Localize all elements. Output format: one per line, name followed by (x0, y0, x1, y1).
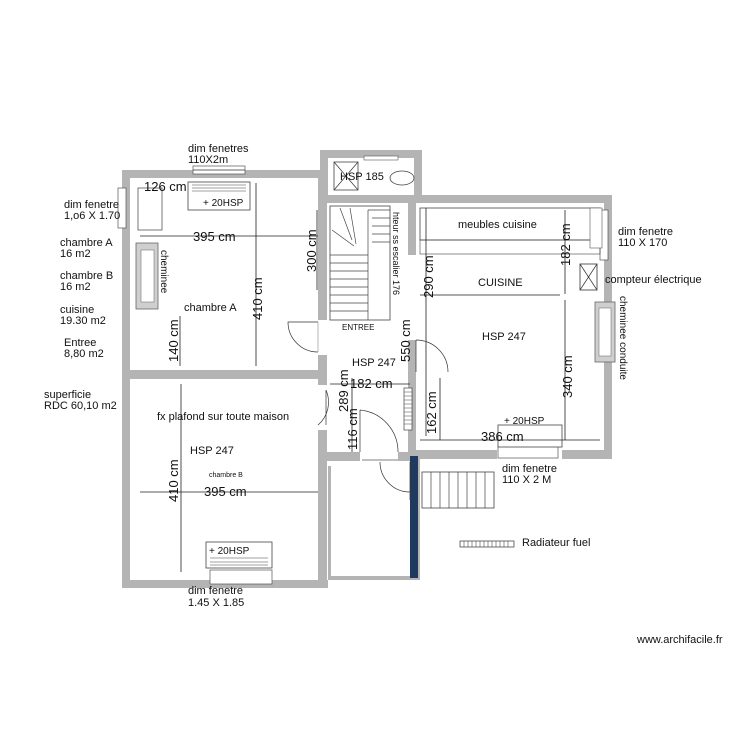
dimension-300: 300 cm (304, 229, 319, 272)
radiator-cuisine (497, 424, 563, 448)
room-label-entree: ENTREE (342, 323, 374, 332)
radiator-chambre-b (205, 541, 273, 569)
dimension-386: 386 cm (481, 429, 524, 444)
door-annex (379, 461, 411, 500)
wardrobe-chambre-a (137, 187, 163, 231)
label-dim-fenetres-top-value: 110X2m (188, 154, 228, 166)
summary-cuisine-area: 19.30 m2 (60, 315, 106, 327)
label-dim-fenetre-bottom-value: 1.45 X 1.85 (188, 597, 244, 609)
label-dim-fenetres-top: dim fenetres (188, 143, 249, 155)
label-compteur-electrique: compteur électrique (605, 274, 702, 286)
hsp-plus-kitchen: + 20HSP (504, 416, 545, 427)
label-dim-fenetre-left-value: 1,o6 X 1.70 (64, 210, 120, 222)
dimension-290: 290 cm (421, 255, 436, 298)
wall-chambre-a-right-bottom (318, 355, 327, 385)
dimension-410-chambre-b: 410 cm (166, 459, 181, 502)
dimension-340: 340 cm (560, 355, 575, 398)
label-fx-plafond: fx plafond sur toute maison (157, 411, 289, 423)
label-dim-fenetre-kitchen: dim fenetre (502, 463, 557, 475)
radiator-entree (403, 387, 413, 431)
dimension-126: 126 cm (144, 179, 187, 194)
wall-top-cuisine (412, 195, 612, 203)
bathroom-window (363, 155, 399, 161)
label-hauteur-escalier: hteur ss escalier 176 (391, 212, 401, 295)
label-hsp-247-cuisine: HSP 247 (482, 331, 526, 343)
wall-bottom-cuisine-right (562, 450, 612, 459)
room-label-chambre-a: chambre A (184, 302, 237, 314)
wall-chambre-a-right-top (318, 170, 327, 320)
label-dim-fenetre-left: dim fenetre (64, 199, 119, 211)
wall-top-bathroom (320, 150, 420, 158)
summary-entree-title: Entree (64, 337, 96, 349)
label-cheminee: cheminee (158, 250, 169, 294)
summary-chambre-a-title: chambre A (60, 237, 113, 249)
toilet (389, 170, 415, 186)
room-label-chambre-b: chambre B (209, 472, 243, 479)
radiator-chambre-a (187, 181, 251, 211)
dimension-289: 289 cm (336, 369, 351, 412)
wall-right-bathroom (414, 150, 422, 200)
dimension-162: 162 cm (424, 391, 439, 434)
dimension-140: 140 cm (166, 319, 181, 362)
summary-chambre-b-area: 16 m2 (60, 281, 91, 293)
label-dim-fenetre-kitchen-value: 110 X 2 M (502, 474, 551, 486)
window-bottom-cuisine (497, 445, 559, 459)
summary-cuisine-title: cuisine (60, 304, 94, 316)
summary-chambre-b-title: chambre B (60, 270, 113, 282)
door-entree-bottom (359, 409, 399, 453)
summary-superficie-value: RDC 60,10 m2 (44, 400, 117, 412)
room-label-cuisine: CUISINE (478, 277, 523, 289)
wall-entree-right-top (408, 195, 416, 255)
label-cheminee-conduite: cheminee conduite (617, 296, 628, 380)
dimension-410-chambre-a: 410 cm (250, 277, 265, 320)
dimension-lines (140, 183, 600, 572)
door-chambre-a (287, 321, 319, 353)
label-dim-fenetre-right-value: 110 X 170 (618, 237, 667, 249)
staircase-annex (421, 471, 495, 509)
doors (287, 321, 449, 500)
wall-between-rooms (122, 370, 322, 379)
dimension-116: 116 cm (345, 408, 360, 450)
label-meubles-cuisine: meubles cuisine (458, 219, 537, 231)
label-hsp-185: HSP 185 (340, 171, 384, 183)
wall-bottom-bathroom (320, 195, 422, 203)
label-radiateur-fuel: Radiateur fuel (522, 537, 591, 549)
wall-annex-left (328, 466, 331, 580)
hsp-plus-top: + 20HSP (203, 198, 244, 209)
label-hsp-247-entree: HSP 247 (352, 357, 396, 369)
staircase-entree (329, 205, 391, 321)
label-dim-fenetre-bottom: dim fenetre (188, 585, 243, 597)
dimension-395-chambre-a: 395 cm (193, 229, 236, 244)
fuel-radiator-icon (459, 540, 515, 548)
wall-left-bathroom (320, 150, 328, 200)
label-hsp-247-chambre-b: HSP 247 (190, 445, 234, 457)
watermark: www.archifacile.fr (636, 634, 723, 646)
dimension-182-vertical: 182 cm (558, 223, 573, 266)
summary-superficie: superficie (44, 389, 91, 401)
door-chambre-b (317, 389, 329, 426)
wall-annex-bottom (328, 576, 416, 580)
label-dim-fenetre-right: dim fenetre (618, 226, 673, 238)
kitchen-cabinets-top (419, 207, 601, 241)
door-cuisine (415, 339, 449, 373)
glass-door-annex (410, 456, 418, 578)
summary-chambre-a-area: 16 m2 (60, 248, 91, 260)
wall-entree-bottom-right (398, 452, 416, 461)
hsp-plus-bottom: + 20HSP (209, 546, 250, 557)
summary-entree-area: 8,80 m2 (64, 348, 104, 360)
dimension-395-chambre-b: 395 cm (204, 484, 247, 499)
wall-bottom-cuisine-left (412, 450, 497, 459)
window-bottom-chambre-b (209, 569, 273, 585)
dimension-550: 550 cm (398, 319, 413, 362)
dimension-182-horizontal: 182 cm (350, 376, 393, 391)
wall-chambre-b-right (318, 430, 327, 588)
window-left-chambre-a (117, 187, 127, 229)
wall-entree-bottom-left (322, 452, 360, 461)
